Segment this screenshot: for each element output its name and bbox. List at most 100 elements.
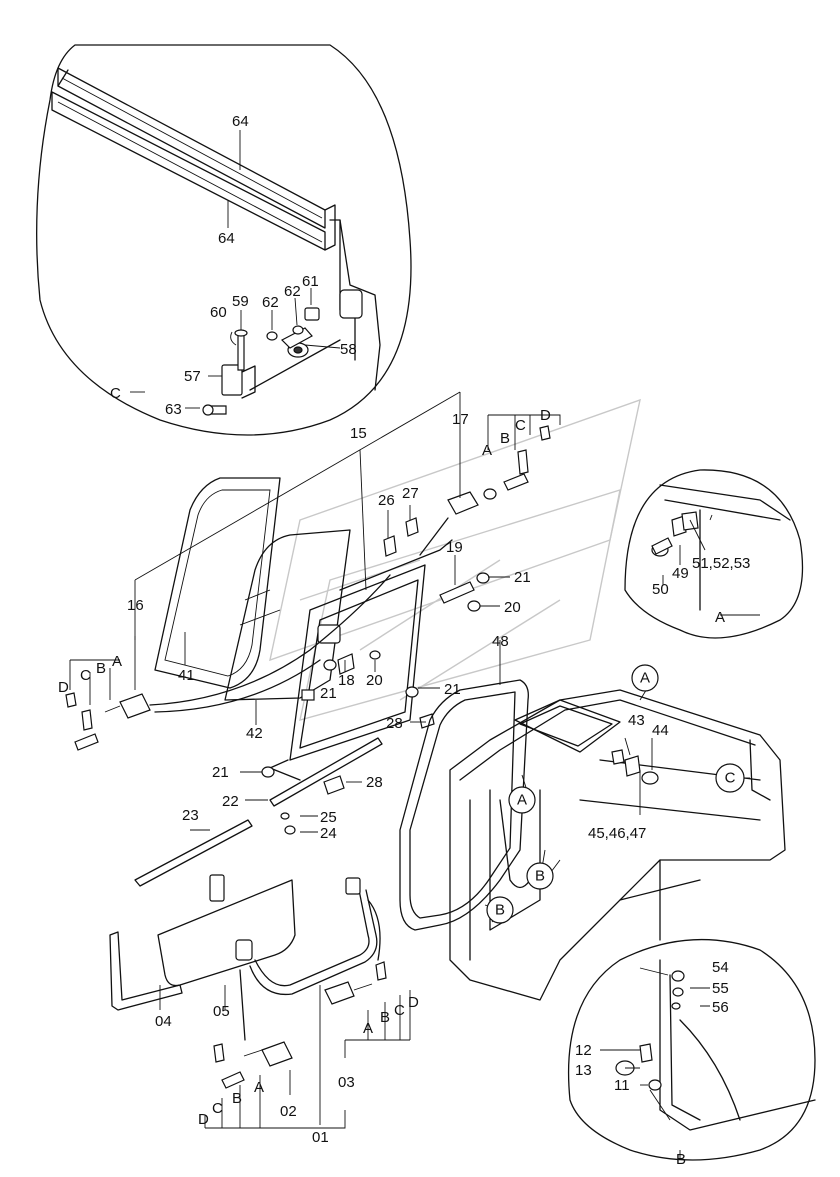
latch-top-label-c: C	[515, 417, 526, 434]
part-label-28-b: 28	[366, 774, 383, 791]
latch-02-label-b: B	[232, 1090, 242, 1107]
callout-c-1	[715, 763, 745, 793]
bracket-26-27	[383, 517, 419, 557]
part-label-49: 49	[672, 565, 689, 582]
part-label-15: 15	[350, 425, 367, 442]
part-label-05: 05	[213, 1003, 230, 1020]
latch-left-label-b: B	[96, 660, 106, 677]
part-label-41: 41	[178, 667, 195, 684]
callout-a-2-label: A	[517, 792, 527, 809]
latch-top-label-b: B	[500, 430, 510, 447]
part-label-21-b: 21	[320, 685, 337, 702]
hinge-19	[323, 572, 490, 698]
part-label-63: 63	[165, 401, 182, 418]
latch-17	[447, 425, 551, 515]
part-label-45-46-47: 45,46,47	[588, 825, 646, 842]
part-label-26: 26	[378, 492, 395, 509]
part-label-17: 17	[452, 411, 469, 428]
latch-02-label-c: C	[212, 1100, 223, 1117]
part-label-51-52-53: 51,52,53	[692, 555, 750, 572]
latch-top-label-a: A	[482, 442, 492, 459]
callout-b-2-label: B	[495, 902, 505, 919]
glass-05	[157, 874, 296, 987]
cab-corner-c	[329, 219, 381, 391]
part-label-27: 27	[402, 485, 419, 502]
detail-a-outline	[624, 469, 804, 639]
rail-64	[51, 67, 336, 251]
cab-frame-48	[399, 679, 529, 931]
latch-02-label-a: A	[254, 1079, 264, 1096]
part-label-21-d: 21	[212, 764, 229, 781]
part-label-42: 42	[246, 725, 263, 742]
part-label-43: 43	[628, 712, 645, 729]
latch-03-label-d: D	[408, 994, 419, 1011]
part-label-58: 58	[340, 341, 357, 358]
callout-a-1	[631, 664, 659, 692]
glass-41	[154, 477, 281, 689]
part-label-25: 25	[320, 809, 337, 826]
part-label-24: 24	[320, 825, 337, 842]
part-label-22: 22	[222, 793, 239, 810]
door-frame-04	[109, 931, 183, 1011]
part-label-23: 23	[182, 807, 199, 824]
latch-03	[324, 961, 387, 1005]
part-label-02: 02	[280, 1103, 297, 1120]
latch-02-label-d: D	[198, 1111, 209, 1128]
part-label-19: 19	[446, 539, 463, 556]
part-label-56: 56	[712, 999, 729, 1016]
part-label-03: 03	[338, 1074, 355, 1091]
latch-16	[65, 692, 151, 751]
part-label-18: 18	[338, 672, 355, 689]
cable-lines	[149, 517, 449, 713]
part-label-21-a: 21	[514, 569, 531, 586]
part-label-64-bottom: 64	[218, 230, 235, 247]
part-label-16: 16	[127, 597, 144, 614]
callout-c-1-label: C	[725, 770, 736, 787]
part-label-20-a: 20	[504, 599, 521, 616]
part-labels: 64 64 59 60 62 62 61 58 57 63 C 17 15 A …	[58, 113, 750, 1168]
part-label-13: 13	[575, 1062, 592, 1079]
part-label-21-c: 21	[444, 681, 461, 698]
latch-left-label-a: A	[112, 653, 122, 670]
latch-left-label-c: C	[80, 667, 91, 684]
part-label-57: 57	[184, 368, 201, 385]
callout-a-1-label: A	[640, 670, 650, 687]
part-label-50: 50	[652, 581, 669, 598]
part-label-20-b: 20	[366, 672, 383, 689]
part-label-55: 55	[712, 980, 729, 997]
part-label-59: 59	[232, 293, 249, 310]
part-label-62-b: 62	[284, 283, 301, 300]
bracket-43-44	[611, 749, 659, 785]
detail-label-b: B	[676, 1151, 686, 1168]
frame-01	[249, 877, 381, 996]
detail-label-c: C	[110, 385, 121, 402]
callout-b-1-label: B	[535, 868, 545, 885]
detail-c-outline	[36, 44, 412, 436]
glass-42	[224, 529, 351, 701]
latch-03-label-a: A	[363, 1020, 373, 1037]
hinge-57-assembly	[202, 307, 341, 416]
part-label-44: 44	[652, 722, 669, 739]
callout-b-2	[486, 896, 514, 924]
callout-b-1	[526, 862, 554, 890]
part-label-12: 12	[575, 1042, 592, 1059]
part-label-60: 60	[210, 304, 227, 321]
latch-03-label-c: C	[394, 1002, 405, 1019]
part-label-54: 54	[712, 959, 729, 976]
rail-22-23	[134, 713, 435, 887]
part-label-11: 11	[614, 1077, 630, 1094]
part-label-28-a: 28	[386, 715, 403, 732]
cab-body	[449, 689, 786, 1001]
latch-top-label-d: D	[540, 407, 551, 424]
part-label-64-top: 64	[232, 113, 249, 130]
callout-circles: A C A B B	[486, 664, 745, 924]
sash-frame-15	[269, 539, 453, 781]
latch-left-label-d: D	[58, 679, 69, 696]
callout-a-2	[508, 786, 536, 814]
part-label-62-a: 62	[262, 294, 279, 311]
part-label-48: 48	[492, 633, 509, 650]
part-label-01: 01	[312, 1129, 329, 1146]
detail-label-a: A	[715, 609, 725, 626]
